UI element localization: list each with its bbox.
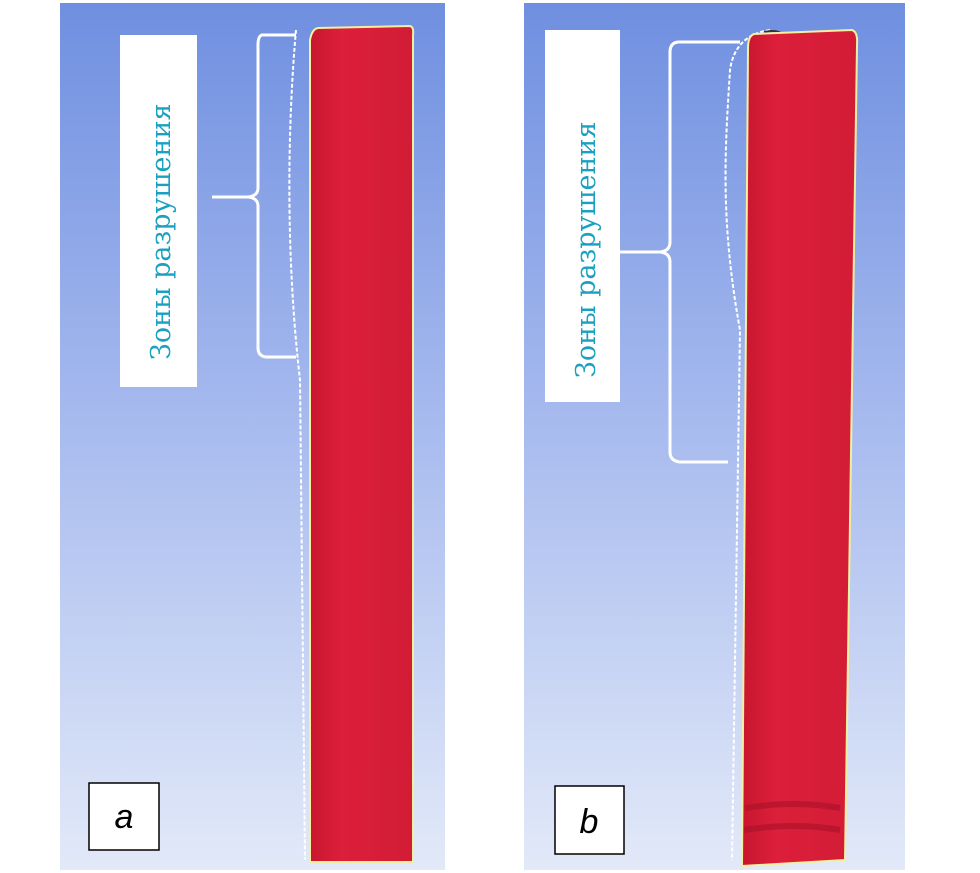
panel-b-letter-box (554, 785, 625, 855)
panel-a-bracket (212, 33, 296, 359)
panel-a-label-box (120, 35, 197, 387)
panel-a-specimen-bar (309, 24, 415, 863)
panel-b-bracket (620, 40, 740, 464)
panel-b-letter: b (580, 803, 599, 841)
panel-b-buckle-folds (743, 801, 841, 833)
panel-b-deformed-outline (724, 29, 771, 861)
panel-a-zone-label: Зоны разрушения (146, 103, 177, 360)
panel-a-letter: a (115, 798, 134, 836)
panel-b-zone-label: Зоны разрушения (571, 121, 602, 378)
panel-b: Зоны разрушения b (524, 3, 905, 870)
panel-a: Зоны разрушения a (60, 3, 445, 870)
panel-a-letter-box (88, 782, 160, 851)
panel-b-label-box (545, 30, 620, 402)
panel-b-specimen-bar (740, 28, 859, 868)
panel-a-deformed-outline (288, 29, 306, 861)
